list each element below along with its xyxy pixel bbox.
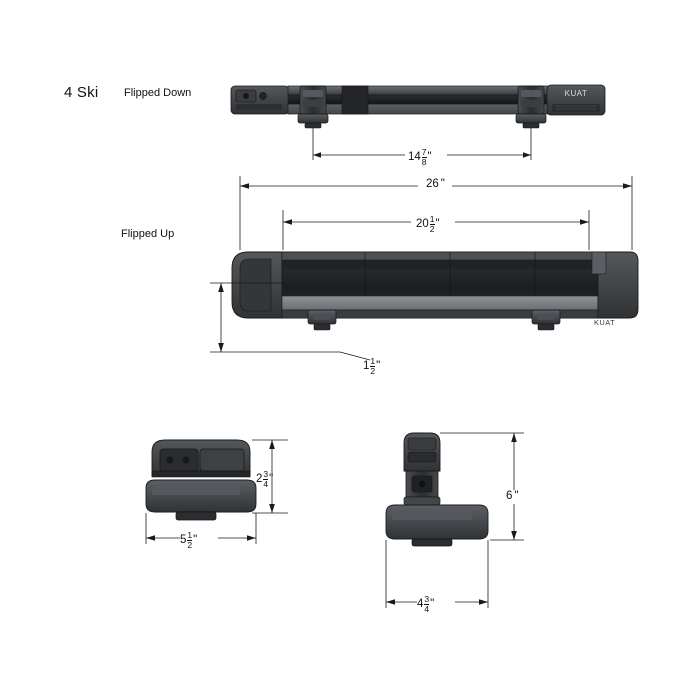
mount-clamp-left-down	[297, 85, 329, 129]
fraction-denominator: 2	[370, 365, 376, 376]
dim-whole-side-width: 4	[417, 597, 424, 610]
rack-right-endcap-up: KUAT	[591, 251, 639, 327]
mount-clamp-right-down	[515, 85, 547, 129]
side-vertical-arm	[403, 432, 441, 506]
side-base-foot	[385, 504, 489, 547]
rack-bar-down	[287, 85, 549, 115]
dim-whole-mount-spacing: 14	[408, 150, 421, 163]
fraction-numerator: 1	[187, 530, 193, 540]
dim-label-overall-length: 26 "	[426, 178, 445, 191]
fraction-numerator: 1	[370, 356, 376, 366]
page-title: 4 Ski	[64, 84, 99, 101]
mount-clamp-right-up	[531, 309, 561, 331]
dim-unit-mount-spacing: "	[427, 150, 432, 163]
dim-whole-body-height: 1	[363, 359, 370, 372]
dim-body-height	[210, 282, 371, 361]
fraction-numerator: 1	[429, 214, 435, 224]
view-label-flipped-down: Flipped Down	[124, 87, 192, 99]
fraction-denominator: 2	[187, 539, 193, 550]
dim-fraction-clamp-span: 1 2	[429, 214, 435, 234]
dim-unit-front-height: "	[269, 472, 274, 485]
view-side-elevation	[385, 432, 526, 609]
dim-fraction-body-height: 1 2	[370, 356, 376, 376]
dim-whole-clamp-span: 20	[416, 217, 429, 230]
dim-unit-side-height: "	[514, 490, 519, 502]
dim-whole-overall-length: 26	[426, 178, 439, 190]
dim-fraction-mount-spacing: 7 8	[421, 147, 427, 167]
dim-whole-front-width: 5	[180, 533, 187, 546]
dim-fraction-front-width: 1 2	[187, 530, 193, 550]
fraction-denominator: 2	[429, 223, 435, 234]
dim-label-side-height: 6 "	[506, 490, 519, 503]
mount-clamp-left-up	[307, 309, 337, 331]
dim-fraction-side-width: 3 4	[424, 594, 430, 614]
view-label-flipped-up: Flipped Up	[121, 228, 175, 240]
dim-unit-overall-length: "	[440, 178, 445, 190]
rack-right-endcap-down: KUAT	[546, 84, 606, 116]
dim-front-height	[252, 439, 288, 514]
dim-unit-body-height: "	[376, 359, 381, 372]
dim-front-width	[145, 513, 257, 545]
brand-text-up: KUAT	[594, 318, 615, 327]
dim-whole-front-height: 2	[256, 472, 263, 485]
rack-left-endcap-up	[231, 251, 283, 319]
dim-clamp-span	[282, 210, 590, 250]
dim-whole-side-height: 6	[506, 490, 513, 502]
fraction-numerator: 3	[424, 594, 430, 604]
rack-body-up	[281, 251, 601, 319]
dim-fraction-front-height: 3 4	[263, 469, 269, 489]
view-flipped-up: KUAT	[210, 176, 639, 361]
dim-label-front-height: 2 3 4 "	[256, 470, 273, 489]
view-front-elevation	[145, 439, 288, 545]
fraction-denominator: 4	[424, 603, 430, 614]
dim-label-body-height: 1 1 2 "	[363, 357, 380, 376]
front-ski-clamp	[151, 439, 251, 478]
dim-unit-clamp-span: "	[435, 217, 440, 230]
dim-label-clamp-span: 20 1 2 "	[416, 215, 440, 234]
dim-label-side-width: 4 3 4 "	[417, 595, 434, 614]
dim-unit-side-width: "	[430, 597, 435, 610]
dim-mount-spacing	[312, 128, 532, 162]
rack-left-endcap-down	[230, 85, 290, 115]
dim-label-front-width: 5 1 2 "	[180, 531, 197, 550]
fraction-denominator: 4	[263, 478, 269, 489]
brand-text-down: KUAT	[565, 89, 588, 98]
dim-overall-length	[239, 176, 633, 250]
dim-side-height	[440, 432, 526, 541]
fraction-numerator: 3	[263, 469, 269, 479]
fraction-denominator: 8	[421, 156, 427, 167]
dim-unit-front-width: "	[193, 533, 198, 546]
view-flipped-down: KUAT	[230, 84, 606, 162]
dim-side-width	[385, 540, 489, 609]
dim-label-mount-spacing: 14 7 8 "	[408, 148, 432, 167]
front-base-foot	[145, 479, 257, 521]
fraction-numerator: 7	[421, 147, 427, 157]
